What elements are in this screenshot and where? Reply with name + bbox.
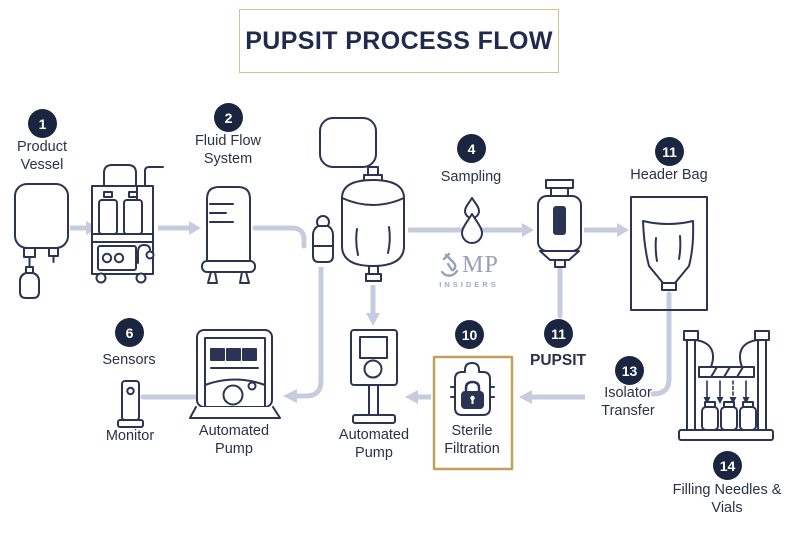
step-badge-13: 13 — [615, 356, 644, 385]
step-badge-2: 2 — [214, 103, 243, 132]
microscope-icon — [440, 252, 459, 277]
flow-arrowheads — [86, 221, 629, 404]
header-bag-icon — [630, 196, 708, 311]
sterile-filter-lock-icon — [450, 362, 495, 416]
label-automated-pump-center: Automated Pump — [338, 427, 410, 461]
step-badge-11-header-bag: 11 — [655, 137, 684, 166]
label-fluid-flow-system: Fluid Flow System — [194, 133, 262, 167]
label-filling-needles-vials: Filling Needles & Vials — [672, 482, 782, 516]
title-box: PUPSIT PROCESS FLOW — [239, 9, 559, 73]
label-monitor: Monitor — [105, 428, 155, 444]
step-badge-6: 6 — [115, 318, 144, 347]
label-sampling: Sampling — [440, 169, 502, 185]
sample-bottle-icon — [312, 215, 334, 263]
label-product-vessel: Product Vessel — [17, 139, 67, 173]
step-badge-11-pupsit: 11 — [544, 319, 573, 348]
page-title: PUPSIT PROCESS FLOW — [245, 26, 553, 55]
label-header-bag: Header Bag — [630, 167, 708, 183]
media-bag-icon — [319, 117, 383, 187]
step-badge-4: 4 — [457, 134, 486, 163]
monitor-icon — [117, 380, 144, 428]
step-badge-10: 10 — [455, 320, 484, 349]
droplet-icon — [461, 197, 483, 244]
supply-cart-icon — [91, 164, 164, 284]
flow-arrow — [70, 225, 672, 400]
step-badge-1: 1 — [28, 109, 57, 138]
watermark-brand: MP — [462, 251, 499, 278]
label-sterile-filtration: Sterile Filtration — [444, 423, 500, 457]
watermark-subtitle: INSIDERS — [439, 280, 499, 289]
automated-pump-icon — [189, 329, 281, 419]
filter-capsule-icon — [537, 179, 582, 268]
filling-needles-vials-icon — [678, 330, 774, 441]
step-badge-14: 14 — [713, 451, 742, 480]
label-pupsit: PUPSIT — [530, 352, 586, 369]
label-isolator-transfer: Isolator Transfer — [601, 385, 655, 419]
watermark: MP INSIDERS — [426, 251, 512, 290]
label-sensors: Sensors — [102, 352, 156, 368]
label-automated-pump-left: Automated Pump — [198, 423, 270, 457]
product-vessel-icon — [14, 183, 69, 299]
pedestal-pump-icon — [350, 329, 398, 424]
fluid-tank-icon — [201, 186, 256, 284]
mixing-vessel-icon — [341, 179, 405, 282]
